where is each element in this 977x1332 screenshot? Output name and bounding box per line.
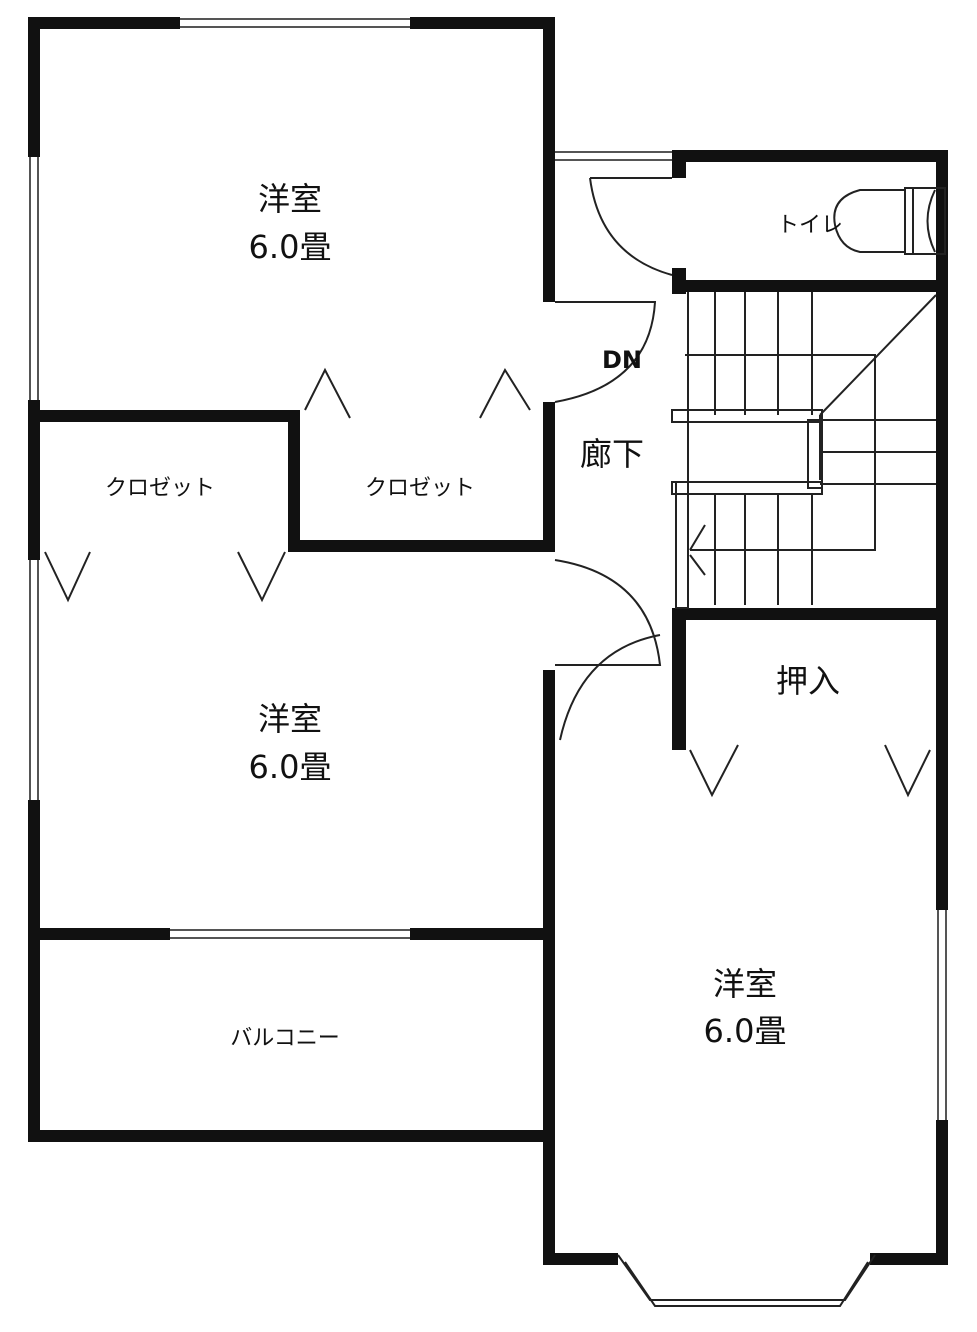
room-size: 6.0畳 [249,748,332,786]
room-name: 洋室 [258,180,322,218]
windows [29,18,947,1307]
room-middle-left: 洋室 6.0畳 [249,700,332,786]
toilet-fixture [833,187,946,255]
oshiire-label: 押入 [776,662,840,700]
room-size: 6.0畳 [704,1012,787,1050]
toilet-label: トイレ [777,213,843,238]
room-name: 洋室 [258,700,322,738]
balcony-label: バルコニー [230,1026,340,1051]
doors [44,177,931,798]
room-size: 6.0畳 [249,228,332,266]
room-name: 洋室 [713,965,777,1003]
closet-label-right: クロゼット [365,476,475,501]
walls [28,17,948,1265]
stair-direction-label: DN [602,346,642,374]
room-top-left: 洋室 6.0畳 [249,180,332,266]
room-bottom-right: 洋室 6.0畳 [704,965,787,1050]
closet-label-left: クロゼット [105,476,215,501]
staircase [671,292,937,609]
hallway-label: 廊下 [580,435,644,473]
